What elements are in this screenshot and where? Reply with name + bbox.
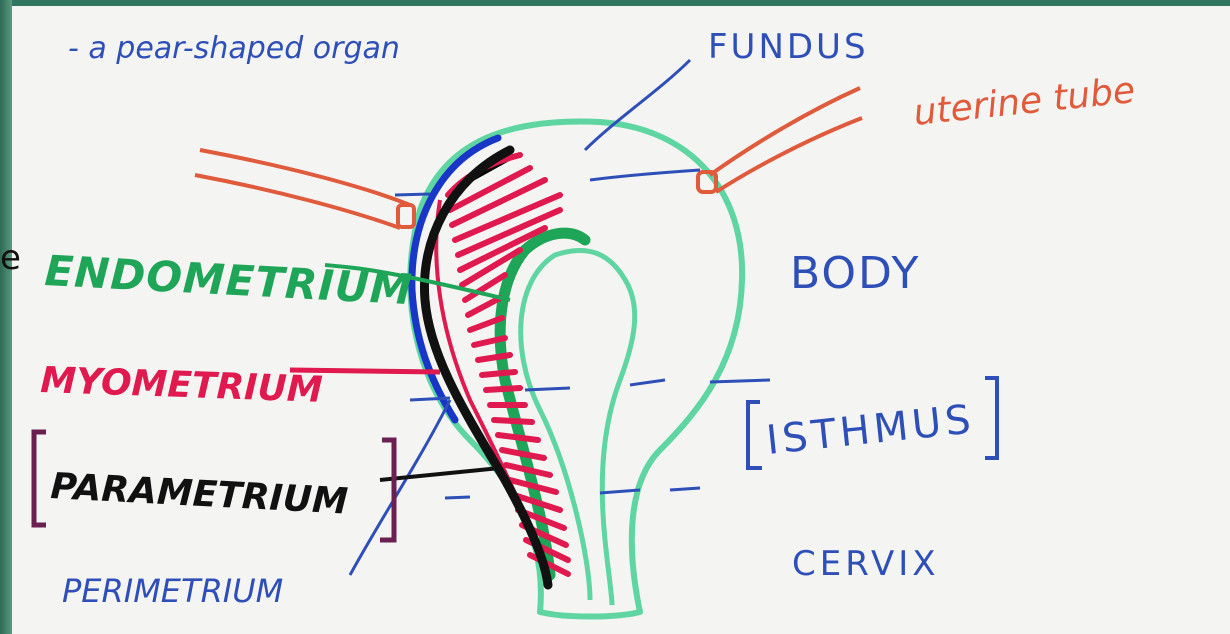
uterine-tube-right (698, 88, 862, 192)
endometrium-label: ENDOMETRIUM (43, 246, 413, 314)
parametrium-leader (380, 468, 500, 480)
subtitle-label: - a pear-shaped organ (68, 31, 400, 66)
myometrium-label: MYOMETRIUM (40, 360, 324, 411)
isthmus-bracket-right (985, 378, 997, 458)
body-label: BODY (790, 248, 920, 299)
parametrium-label: PARAMETRIUM (50, 466, 350, 523)
uterine-tube-label: uterine tube (912, 70, 1137, 134)
parametrium-bracket-left (34, 432, 46, 525)
isthmus-label: ISTHMUS (764, 396, 977, 464)
fundus-label: FUNDUS (708, 27, 869, 67)
parametrium-layer (424, 150, 548, 585)
parametrium-bracket-right (380, 440, 394, 540)
isthmus-bracket-left (748, 402, 762, 468)
cervix-label: CERVIX (792, 544, 940, 584)
myometrium-hatching (448, 155, 568, 574)
perimetrium-label: PERIMETRIUM (62, 572, 283, 610)
uterine-tube-left (195, 150, 414, 228)
